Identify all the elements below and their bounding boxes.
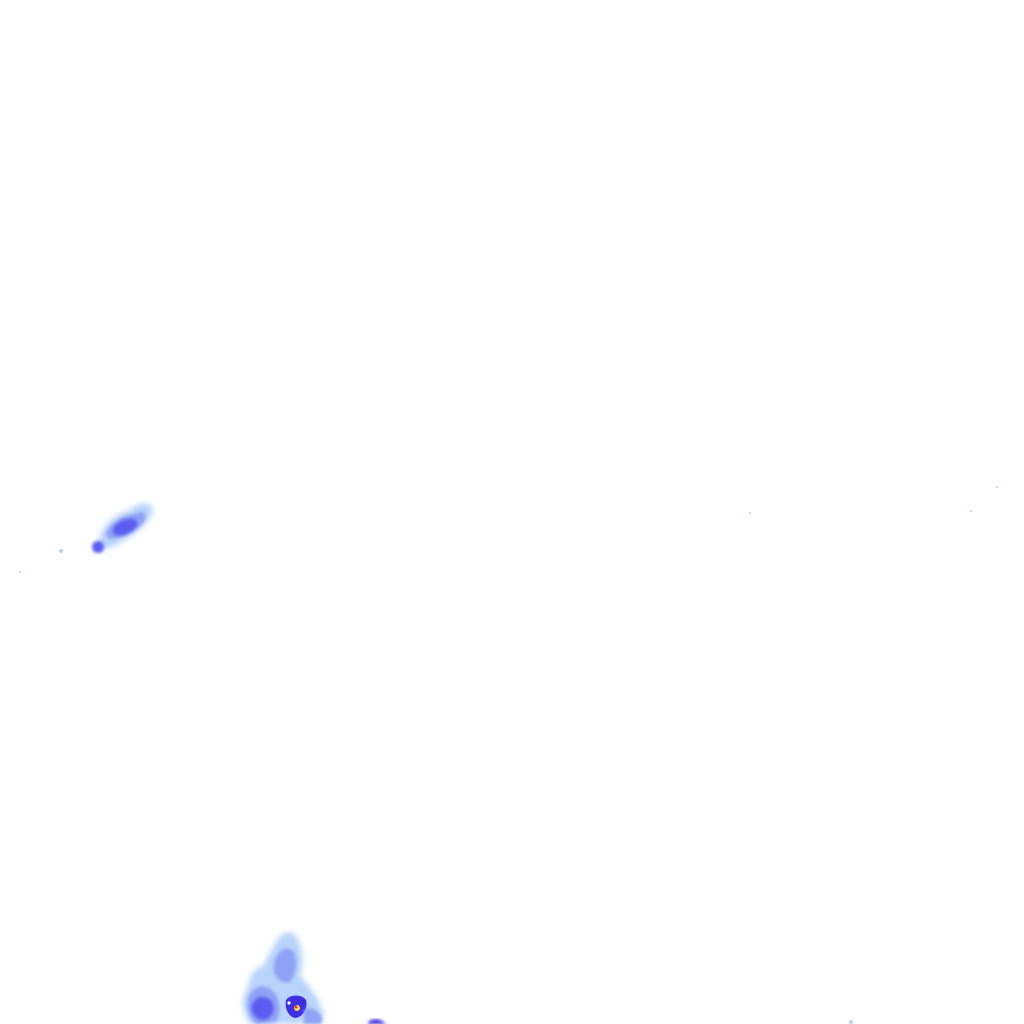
precip-speck-white: [287, 1001, 291, 1005]
precip-area-heavy: [368, 1019, 386, 1024]
precip-area-medium: [274, 948, 297, 983]
precip-core-intense: [294, 1005, 300, 1011]
precip-speck: [849, 1020, 853, 1024]
precip-speck: [996, 486, 998, 488]
precip-area-strong: [251, 996, 274, 1020]
precip-cell-south: [242, 932, 853, 1024]
precip-cell-west: [19, 503, 153, 573]
precip-core-max: [294, 1005, 298, 1009]
precip-area-strong: [112, 518, 138, 536]
precip-speck: [59, 549, 63, 553]
precip-speck: [970, 510, 972, 512]
precip-specks-east: [749, 486, 998, 514]
precip-area-medium: [304, 1008, 322, 1024]
precip-area-strong: [92, 541, 104, 553]
precip-speck: [19, 571, 21, 573]
precip-speck: [749, 512, 751, 514]
